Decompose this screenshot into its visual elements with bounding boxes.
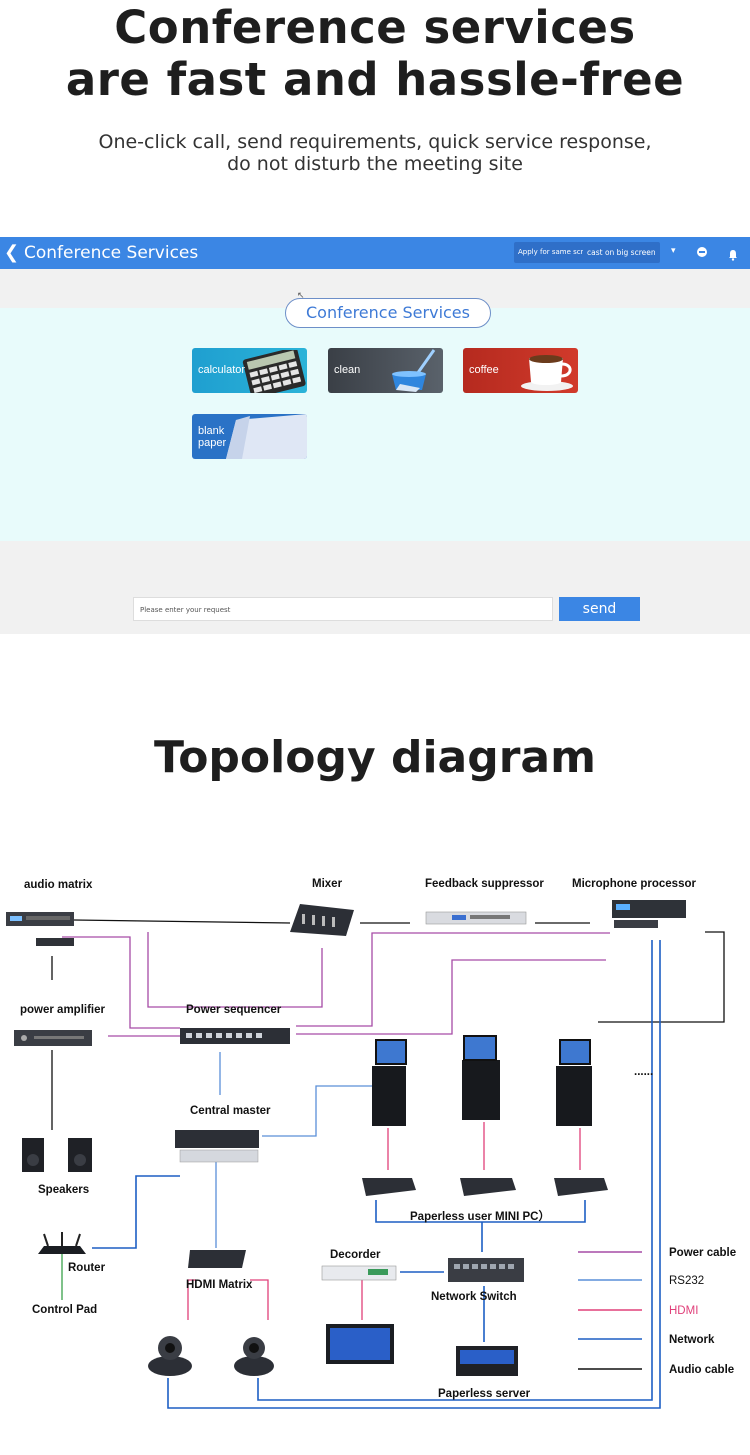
hero-title-line2: are fast and hassle-free — [65, 53, 685, 106]
paper-sheet-icon — [226, 414, 307, 459]
label-router: Router — [68, 1262, 106, 1274]
mop-bucket-icon — [392, 349, 436, 392]
device-decorder — [321, 1265, 397, 1281]
label-audio-matrix: audio matrix — [24, 879, 93, 891]
app-header: ❮ Conference Services Apply for same scr… — [0, 237, 750, 269]
minus-circle-icon[interactable] — [697, 247, 707, 257]
power-line-matrix-seq — [62, 936, 180, 1029]
label-central-master: Central master — [190, 1105, 271, 1117]
app-title: Conference Services — [24, 243, 199, 263]
device-router — [38, 1232, 86, 1254]
device-power-sequencer — [180, 1028, 290, 1044]
network-line-cam2-processor — [257, 940, 653, 1401]
legend-label-hdmi: HDMI — [669, 1305, 698, 1317]
hero-subtitle: One-click call, send requirements, quick… — [0, 131, 750, 175]
cast-big-screen-button[interactable]: cast on big screen — [583, 242, 660, 263]
label-mini-pc: Paperless user MINI PC） — [410, 1209, 550, 1223]
send-button[interactable]: send — [559, 597, 640, 621]
chevron-down-icon[interactable]: ▾ — [671, 246, 676, 256]
label-speakers: Speakers — [38, 1184, 89, 1196]
hero-subtitle-line1: One-click call, send requirements, quick… — [98, 131, 652, 153]
legend-label-rs232: RS232 — [669, 1275, 704, 1287]
device-hdmi-matrix — [188, 1250, 246, 1268]
label-power-amplifier: power amplifier — [20, 1004, 106, 1016]
device-central-master — [175, 1130, 259, 1163]
tile-label-blank-paper: blank paper — [198, 425, 227, 449]
network-line-minipc-bus — [375, 1200, 586, 1223]
audio-line-matrix-mixer — [73, 919, 291, 924]
label-network-switch: Network Switch — [431, 1291, 517, 1303]
device-mini-pcs — [362, 1178, 608, 1196]
device-paperless-server — [456, 1346, 518, 1376]
legend-label-audio-cable: Audio cable — [669, 1364, 734, 1376]
connection-lines — [51, 919, 725, 1409]
power-line-mixer-seq — [147, 932, 323, 1008]
coffee-service-tile[interactable]: coffee — [463, 348, 578, 393]
label-decorder: Decorder — [330, 1249, 381, 1261]
bell-icon[interactable] — [728, 246, 738, 265]
audio-line-processor-return — [598, 931, 725, 1023]
network-line-cam1-processor — [167, 940, 661, 1409]
device-lift-terminals — [372, 1035, 592, 1126]
tile-label-coffee: coffee — [469, 364, 499, 376]
clean-service-tile[interactable]: clean — [328, 348, 443, 393]
blank-paper-service-tile[interactable]: blank paper — [192, 414, 307, 459]
topology-title: Topology diagram — [154, 732, 596, 783]
power-line-seq-processor — [296, 959, 606, 1035]
device-display — [326, 1324, 394, 1364]
topology-diagram: audio matrix Mixer Feedback suppressor M… — [6, 878, 736, 1409]
calculator-icon — [242, 350, 306, 393]
services-panel — [0, 308, 750, 541]
device-feedback-suppressor — [425, 911, 527, 925]
back-icon[interactable]: ❮ — [4, 242, 20, 263]
legend: Power cable RS232 HDMI Network Audio cab… — [578, 1247, 736, 1376]
device-mixer — [290, 904, 354, 936]
coffee-cup-icon — [521, 355, 573, 391]
label-mixer: Mixer — [312, 878, 343, 890]
device-audio-matrix — [6, 912, 74, 946]
hdmi-line-cam2 — [250, 1279, 269, 1320]
rs232-line-master-lift — [262, 1085, 375, 1137]
hero-title: Conference services are fast and hassle-… — [0, 2, 750, 106]
cursor-icon: ↖ — [297, 291, 305, 301]
legend-label-network: Network — [669, 1334, 715, 1346]
label-more-terminals: ...... — [634, 1066, 653, 1078]
calculator-service-tile[interactable]: calculator — [192, 348, 307, 393]
tile-label-clean: clean — [334, 364, 361, 376]
label-paperless-server: Paperless server — [438, 1388, 531, 1400]
device-speakers — [22, 1138, 92, 1172]
label-hdmi-matrix: HDMI Matrix — [186, 1279, 253, 1291]
label-power-sequencer: Power sequencer — [186, 1004, 282, 1016]
label-microphone-processor: Microphone processor — [572, 878, 696, 890]
label-control-pad: Control Pad — [32, 1304, 97, 1316]
hdmi-line-cam1 — [187, 1279, 196, 1320]
network-line-master-router — [92, 1175, 180, 1249]
hero-title-line1: Conference services — [114, 1, 636, 54]
device-power-amplifier — [14, 1030, 92, 1046]
hero-subtitle-line2: do not disturb the meeting site — [227, 153, 523, 175]
tile-label-calculator: calculator — [198, 364, 246, 376]
power-line-seq-feedback — [296, 932, 610, 1027]
apply-same-screen-button[interactable]: Apply for same screen — [514, 242, 601, 263]
request-input[interactable]: Please enter your request — [133, 597, 553, 621]
legend-label-power-cable: Power cable — [669, 1247, 736, 1259]
device-network-switch — [448, 1258, 524, 1282]
conference-services-app: ❮ Conference Services Apply for same scr… — [0, 237, 750, 634]
device-microphone-processor — [612, 900, 686, 928]
device-cameras — [148, 1336, 274, 1376]
label-feedback-suppressor: Feedback suppressor — [425, 878, 544, 890]
section-title-pill: Conference Services — [285, 298, 491, 328]
